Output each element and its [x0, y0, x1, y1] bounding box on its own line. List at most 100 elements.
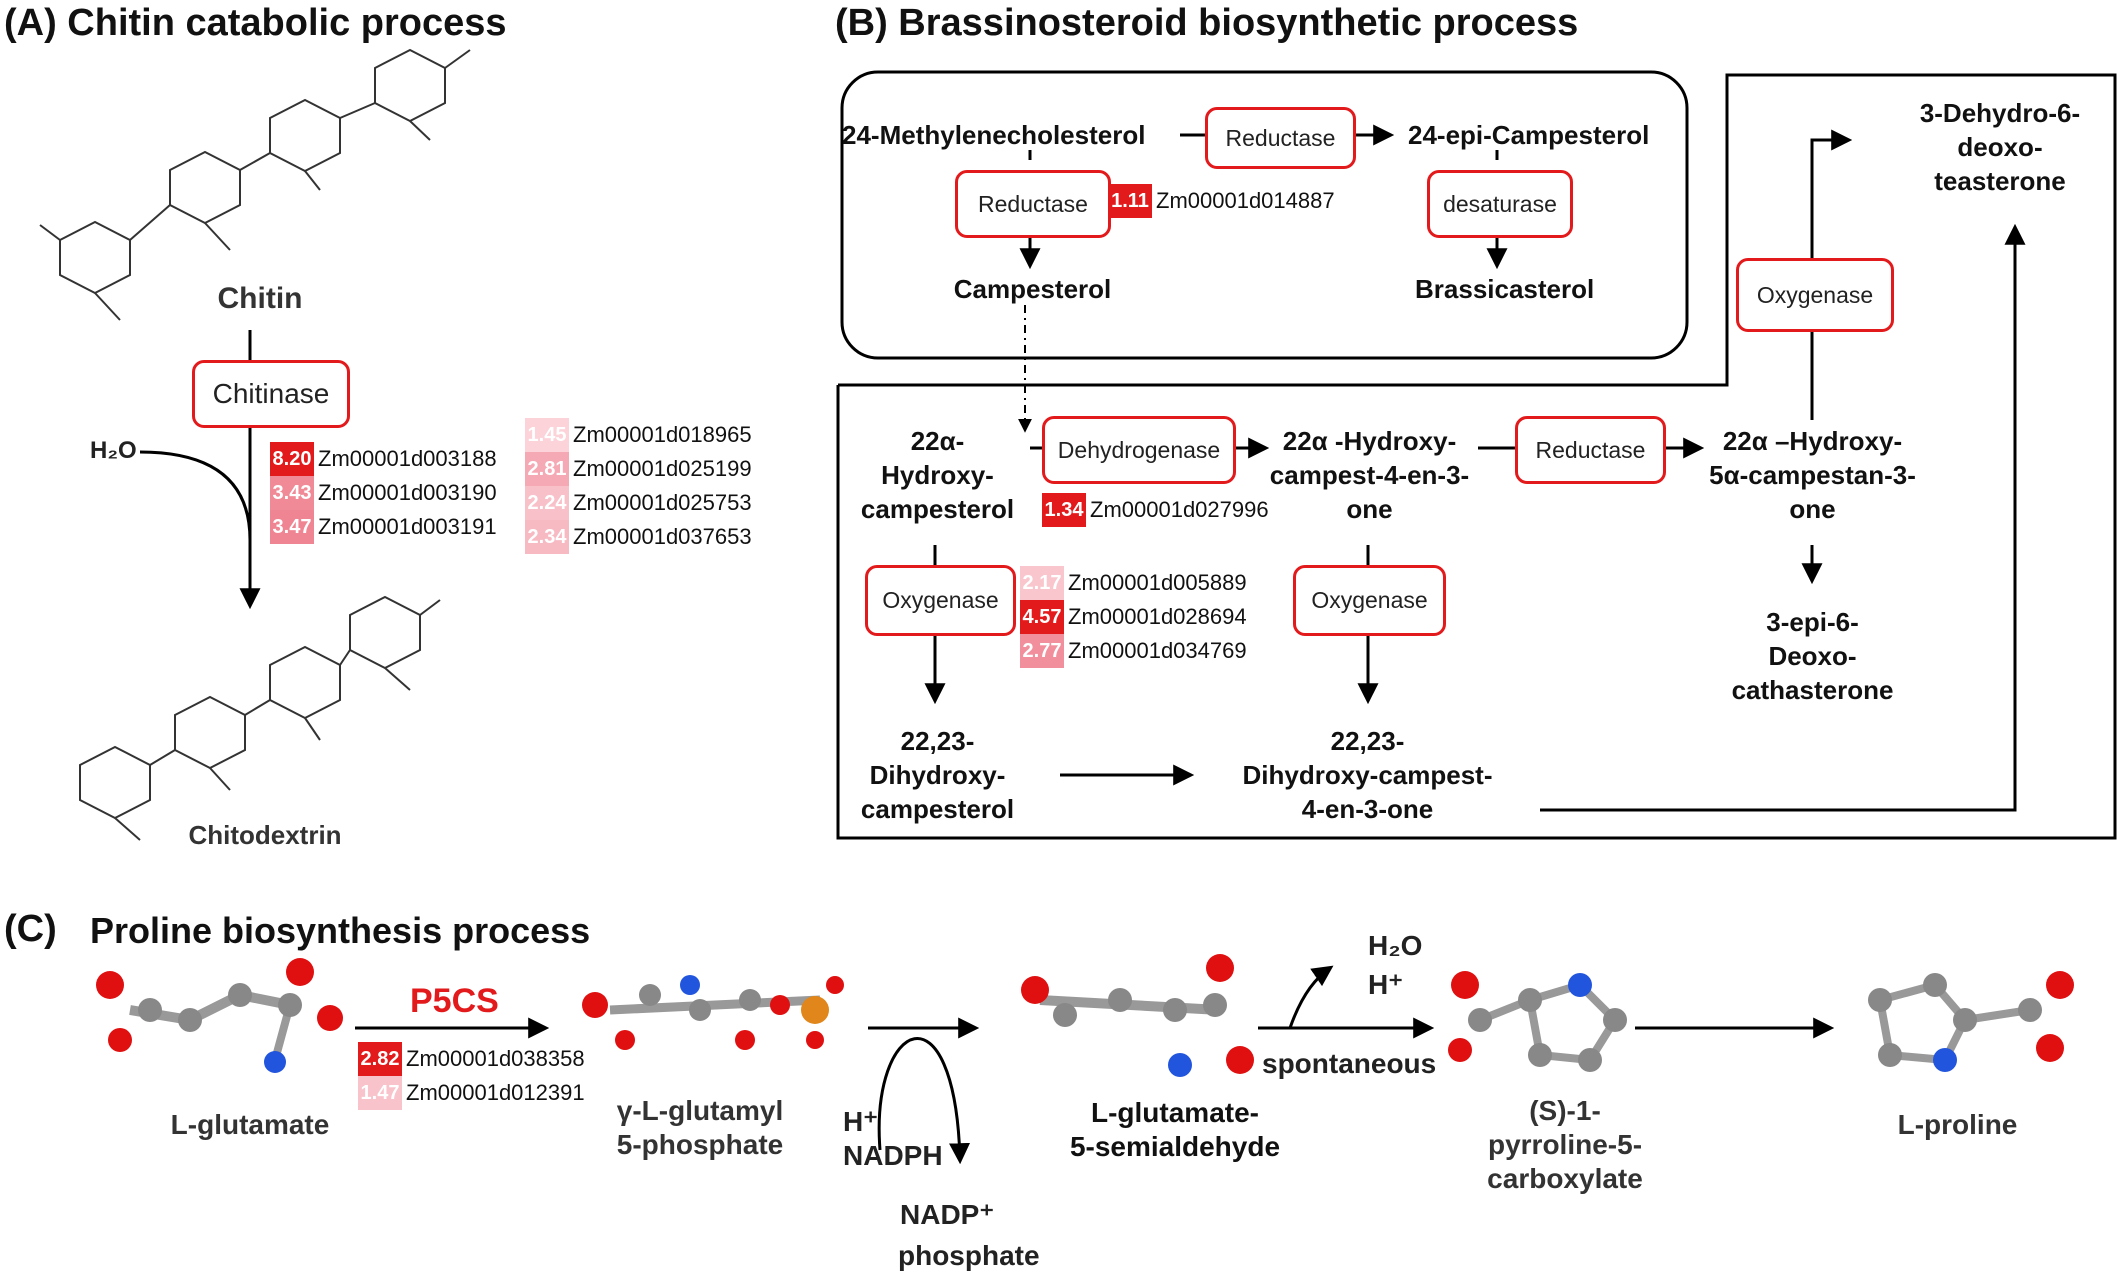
dehydrogenase-label: Dehydrogenase: [1057, 436, 1221, 463]
oxygenase-right-label: Oxygenase: [1756, 281, 1874, 308]
dihydroxy-campesterol-label: 22,23- Dihydroxy- campesterol: [860, 726, 1015, 824]
epi-campesterol-label: 24-epi-Campesterol: [1408, 120, 1650, 150]
expression-value-cell: 3.43: [270, 476, 314, 510]
gene-id: Zm00001d003190: [318, 480, 497, 505]
expression-value-cell: 2.24: [525, 486, 569, 520]
expression-value-cell: 2.81: [525, 452, 569, 486]
oxygenase-right-enzyme: Oxygenase: [1736, 258, 1894, 332]
proton-out-label: H⁺: [1368, 969, 1403, 1000]
chitodextrin-structure: [79, 595, 441, 841]
reductase-left-label: Reductase: [978, 190, 1088, 217]
chitin-label: Chitin: [217, 282, 303, 315]
gene-id: Zm00001d005889: [1068, 570, 1247, 595]
hydroxy-campest-one-label: 22α -Hydroxy- campest-4-en-3- one: [1269, 426, 1470, 524]
brassicasterol-label: Brassicasterol: [1415, 274, 1595, 304]
desaturase-label: desaturase: [1443, 190, 1557, 217]
nadph-curve-arrow: [877, 1037, 971, 1165]
gene-id: Zm00001d034769: [1068, 638, 1247, 663]
spontaneous-label: spontaneous: [1262, 1048, 1437, 1079]
panel-c-title: Proline biosynthesis process: [90, 910, 591, 951]
panel-a-title: (A) Chitin catabolic process: [4, 2, 507, 44]
expression-value-cell: 1.34: [1042, 493, 1086, 527]
campesterol-label: Campesterol: [953, 274, 1112, 304]
gene-id: Zm00001d025199: [573, 456, 752, 481]
dihydroxy-campest-one-label: 22,23- Dihydroxy-campest- 4-en-3-one: [1242, 726, 1493, 824]
gene-id: Zm00001d014887: [1156, 188, 1335, 213]
phosphate-label: phosphate: [898, 1240, 1040, 1271]
water-input-arrow: [139, 450, 252, 541]
gene-id: Zm00001d003188: [318, 446, 497, 471]
nadph-label: NADPH: [843, 1140, 943, 1171]
expression-value-cell: 2.34: [525, 520, 569, 554]
gene-id: Zm00001d037653: [573, 524, 752, 549]
glutamyl-phosphate-label: γ-L-glutamyl 5-phosphate: [616, 1095, 784, 1160]
proline-label: L-proline: [1897, 1109, 2018, 1140]
p5cs-enzyme: P5CS: [410, 982, 499, 1020]
glutamyl-phosphate-molecule: [582, 975, 844, 1050]
water-out-arrow: [1288, 965, 1334, 1029]
sterol-group-box: [840, 70, 1689, 360]
dehydro-deoxo-label: 3-Dehydro-6- deoxo- teasterone: [1919, 98, 2081, 196]
proton-in-label: H⁺: [843, 1106, 878, 1137]
reductase-left-enzyme: Reductase: [955, 170, 1111, 238]
expression-value-cell: 1.47: [358, 1076, 402, 1110]
gene-id: Zm00001d028694: [1068, 604, 1247, 629]
expression-value-cell: 2.82: [358, 1042, 402, 1076]
chitinase-enzyme: Chitinase: [192, 360, 350, 428]
chitin-structure: [39, 48, 471, 321]
desaturase-enzyme: desaturase: [1427, 170, 1573, 238]
reductase-top-enzyme: Reductase: [1205, 107, 1356, 169]
gene-id: Zm00001d027996: [1090, 497, 1269, 522]
oxygenase-mid-label: Oxygenase: [1311, 587, 1428, 613]
methylenecholesterol-label: 24-Methylenecholesterol: [842, 120, 1146, 150]
chitodextrin-label: Chitodextrin: [188, 820, 342, 850]
expression-value-cell: 1.45: [525, 418, 569, 452]
expression-value-cell: 2.17: [1020, 566, 1064, 600]
glutamate-label: L-glutamate: [170, 1109, 330, 1140]
epi-deoxo-label: 3-epi-6- Deoxo- cathasterone: [1731, 607, 1894, 705]
gene-id: Zm00001d038358: [406, 1046, 585, 1071]
pyrroline-label: (S)-1- pyrroline-5- carboxylate: [1487, 1095, 1643, 1194]
expression-value-cell: 3.47: [270, 510, 314, 544]
water-out-label: H₂O: [1368, 930, 1423, 961]
panel-c-letter: (C): [4, 908, 57, 950]
reductase-mid-label: Reductase: [1535, 436, 1646, 463]
arrow-dihydroxy-to-dehydro: [1540, 223, 2026, 812]
oxygenase-mid-enzyme: Oxygenase: [1293, 565, 1446, 636]
gene-id: Zm00001d018965: [573, 422, 752, 447]
arrow-to-dehydro-deoxo: [1810, 129, 1853, 258]
gene-id: Zm00001d003191: [318, 514, 497, 539]
oxygenase-left-label: Oxygenase: [882, 587, 999, 613]
semialdehyde-molecule: [1021, 954, 1254, 1077]
brassinosteroid-group-box: [836, 73, 2117, 840]
pyrroline-carboxylate-molecule: [1448, 971, 1627, 1072]
semialdehyde-label: L-glutamate- 5-semialdehyde: [1069, 1097, 1281, 1162]
panel-b-title: (B) Brassinosteroid biosynthetic process: [835, 2, 1579, 44]
expression-value-cell: 2.77: [1020, 634, 1064, 668]
gene-id: Zm00001d012391: [406, 1080, 585, 1105]
hydroxy-campestan-one-label: 22α –Hydroxy- 5α-campestan-3- one: [1709, 426, 1916, 524]
water-label: H₂O: [90, 437, 137, 464]
proline-molecule: [1868, 971, 2074, 1072]
expression-value-cell: 1.11: [1108, 184, 1152, 218]
